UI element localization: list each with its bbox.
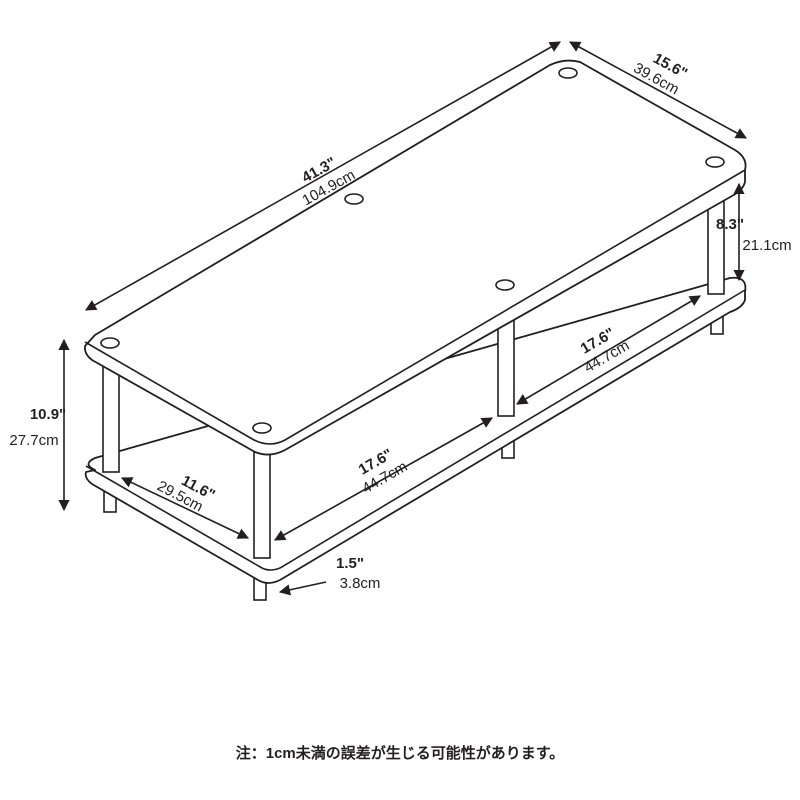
foot-height-inch: 1.5" [336,555,364,572]
dimension-lines [58,41,747,596]
height-inch: 10.9" [30,406,66,423]
shelf-gap-cm: 21.1cm [742,237,791,254]
height-cm: 27.7cm [9,432,58,449]
depth-label: 15.6" 39.6cm [631,50,691,98]
shelf-gap-inch: 8.3" [716,216,744,233]
tolerance-note: 注：1cm未満の誤差が生じる可能性があります。 [235,745,565,762]
foot-height-cm: 3.8cm [340,575,381,592]
